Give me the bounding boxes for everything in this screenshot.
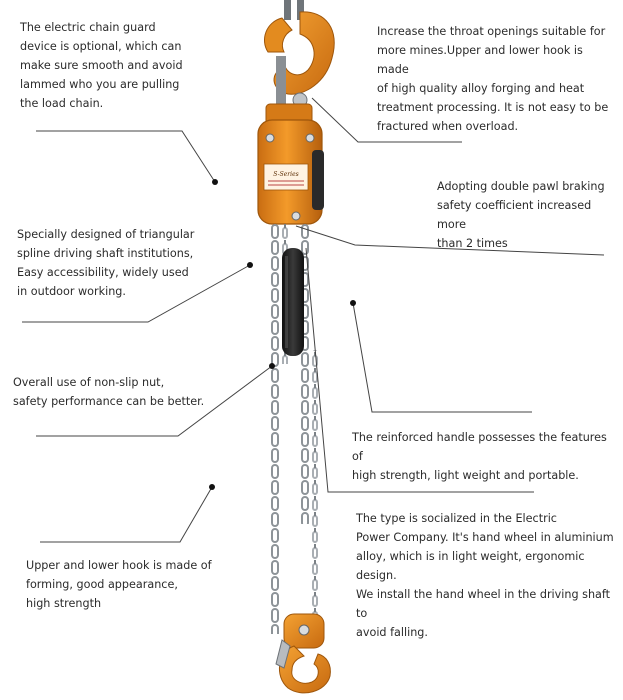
callout-throat-openings: Increase the throat openings suitable fo… xyxy=(377,25,609,133)
leader-line-hand-wheel xyxy=(305,247,534,493)
leader-lines xyxy=(22,97,605,543)
callout-double-pawl: Adopting double pawl braking safety coef… xyxy=(437,180,605,250)
leader-line-spline-shaft xyxy=(22,264,251,323)
callout-hand-wheel: The type is socialized in the Electric P… xyxy=(356,512,614,639)
callout-hook-forming: Upper and lower hook is made of forming,… xyxy=(26,559,212,610)
callout-handle: The reinforced handle possesses the feat… xyxy=(352,431,607,482)
lever-handle xyxy=(282,248,304,356)
upper-hook xyxy=(264,11,335,108)
suspension-ring xyxy=(284,0,304,20)
callout-spline-shaft: Specially designed of triangular spline … xyxy=(17,228,195,298)
lower-hook xyxy=(275,613,331,694)
leader-line-non-slip-nut xyxy=(36,365,273,437)
callout-chain-guard: The electric chain guard device is optio… xyxy=(20,21,183,110)
callout-non-slip-nut: Overall use of non-slip nut, safety perf… xyxy=(13,376,205,408)
leader-line-chain-guard xyxy=(36,130,216,183)
leader-line-handle xyxy=(352,302,532,413)
nameplate-label: S-Series xyxy=(273,171,298,178)
leader-line-hook-forming xyxy=(40,486,213,543)
leader-dots xyxy=(209,179,356,490)
leader-line-double-pawl xyxy=(295,225,605,256)
hoist-body: S-Series xyxy=(257,103,324,225)
leader-line-throat-openings xyxy=(311,97,462,143)
nameplate xyxy=(263,163,309,191)
